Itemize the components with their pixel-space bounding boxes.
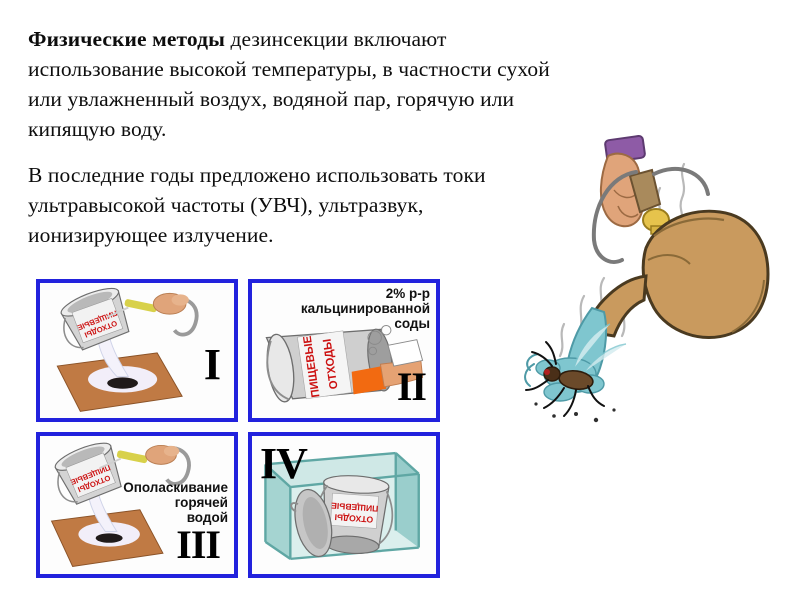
droplets bbox=[534, 402, 616, 423]
panel-3-artwork: ПИЩЕВЫЕ ОТХОДЫ bbox=[50, 442, 191, 567]
kettle-pouring-boiling-water-illustration bbox=[524, 134, 770, 423]
fly-icon bbox=[525, 323, 627, 417]
kettle-handle bbox=[591, 170, 638, 264]
kettle-grip bbox=[628, 168, 662, 214]
panel-4-artwork: ПИЩЕВЫЕ ОТХОДЫ bbox=[264, 451, 420, 561]
svg-text:ОТХОДЫ: ОТХОДЫ bbox=[334, 512, 373, 525]
figure-panel-4: ПИЩЕВЫЕ ОТХОДЫ IV bbox=[248, 432, 440, 578]
panel-2-artwork: ПИЩЕВЫЕ ОТХОДЫ bbox=[265, 325, 424, 403]
panel-2-caption: 2% р-р кальцинированной соды bbox=[300, 286, 430, 332]
svg-text:ПИЩЕВЫЕ: ПИЩЕВЫЕ bbox=[330, 501, 378, 514]
paragraph-1-bold-lead: Физические методы bbox=[28, 27, 226, 51]
text-block: Физические методы дезинсекции включают и… bbox=[28, 24, 558, 250]
panel-4-numeral: IV bbox=[260, 439, 308, 488]
panel-3-caption: Ополаскивание горячей водой bbox=[123, 480, 228, 526]
figure-panel-1: ПИЩЕВЫЕ ОТХОДЫ I bbox=[36, 279, 238, 422]
bucket-treatment-figure: ПИЩЕВЫЕ ОТХОДЫ I bbox=[36, 279, 440, 578]
panel-2-numeral: II bbox=[396, 364, 427, 409]
paragraph-1-rest: дезинсекции включают использование высок… bbox=[28, 27, 550, 141]
kettle-body bbox=[641, 209, 770, 339]
figure-panel-2: ПИЩЕВЫЕ ОТХОДЫ 2% р-р кальцинированной с… bbox=[248, 279, 440, 422]
panel-3-numeral: III bbox=[176, 522, 221, 567]
panel-1-numeral: I bbox=[203, 340, 221, 389]
paragraph-recent-years: В последние годы предложено использовать… bbox=[28, 163, 486, 247]
paragraph-physical-methods: Физические методы дезинсекции включают и… bbox=[28, 24, 558, 144]
panel-1-artwork: ПИЩЕВЫЕ ОТХОДЫ bbox=[56, 287, 199, 412]
figure-panel-3: ПИЩЕВЫЕ ОТХОДЫ Ополаскивание горячей вод… bbox=[36, 432, 238, 578]
